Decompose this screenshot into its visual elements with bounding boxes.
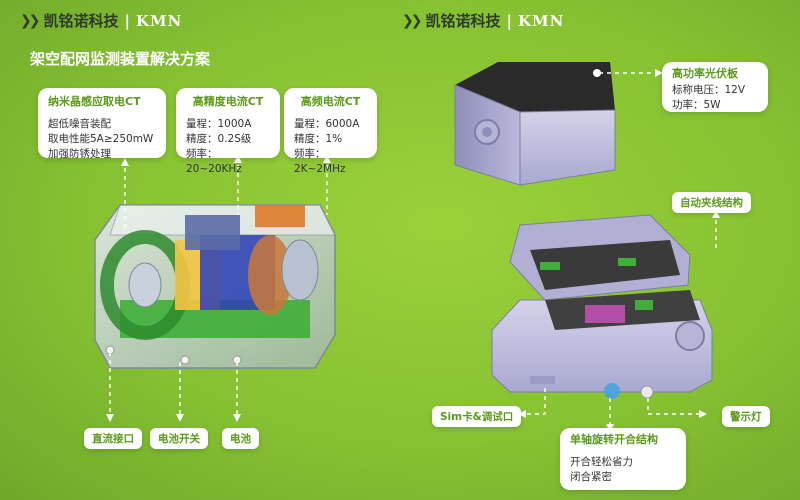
callout-title: 高功率光伏板 <box>672 67 738 80</box>
callout-title: 高频电流CT <box>300 95 361 108</box>
callout-line: 功率：5W <box>672 99 721 111</box>
callout-line: 精度：0.2S级 <box>186 133 252 145</box>
brand-logo-left: ❯❯ 凯铭诺科技 | KMN <box>20 10 182 31</box>
callout-line: 闭合紧密 <box>570 471 612 483</box>
callout-line: 精度：1% <box>294 133 343 145</box>
callout-hf-ct: 高频电流CT 量程：6000A 精度：1% 频率：2K~2MHz <box>284 88 377 175</box>
label-battery-switch: 电池开关 <box>150 428 208 449</box>
callout-line: 开合轻松省力 <box>570 456 633 468</box>
callout-title: 高精度电流CT <box>192 95 264 108</box>
closed-device <box>454 62 616 186</box>
callout-line: 量程：1000A <box>186 118 252 130</box>
label-auto-clamp: 自动夹线结构 <box>672 192 751 213</box>
open-device <box>491 214 713 399</box>
brand-separator: | <box>506 11 512 30</box>
brand-separator: | <box>124 11 130 30</box>
callout-line: 加强防锈处理 <box>48 148 111 160</box>
brand-name-en: KMN <box>135 11 183 30</box>
connector-lines <box>109 72 717 430</box>
chevron-icon: ❯❯ <box>20 12 41 29</box>
brand-name-cn: 凯铭诺科技 <box>425 12 501 30</box>
label-battery: 电池 <box>222 428 259 449</box>
callout-line: 标称电压：12V <box>672 84 746 96</box>
connector-arrows <box>106 69 720 432</box>
brand-name-en: KMN <box>517 11 565 30</box>
callout-pv-panel: 高功率光伏板 标称电压：12V 功率：5W <box>662 62 768 112</box>
transparent-device <box>94 204 336 369</box>
callout-line: 超低噪音装配 <box>48 118 111 130</box>
callout-line: 频率：2K~2MHz <box>294 148 346 175</box>
brand-logo-right: ❯❯ 凯铭诺科技 | KMN <box>402 10 564 31</box>
label-dc-port: 直流接口 <box>84 428 142 449</box>
label-sim-debug: Sim卡&调试口 <box>432 406 522 427</box>
callout-line: 取电性能5A≥250mW <box>48 133 154 145</box>
callout-precision-ct: 高精度电流CT 量程：1000A 精度：0.2S级 频率：20~20KHz <box>176 88 280 175</box>
callout-title: 单轴旋转开合结构 <box>570 433 658 446</box>
chevron-icon: ❯❯ <box>402 12 423 29</box>
callout-nano-ct: 纳米晶感应取电CT 超低噪音装配 取电性能5A≥250mW 加强防锈处理 <box>38 88 166 160</box>
callout-hinge: 单轴旋转开合结构 开合轻松省力 闭合紧密 <box>560 428 686 490</box>
label-warning-light: 警示灯 <box>722 406 770 427</box>
page-subtitle: 架空配网监测装置解决方案 <box>30 50 211 68</box>
callout-line: 频率：20~20KHz <box>186 148 242 175</box>
callout-title: 纳米晶感应取电CT <box>48 95 141 108</box>
brand-name-cn: 凯铭诺科技 <box>43 12 119 30</box>
callout-line: 量程：6000A <box>294 118 360 130</box>
